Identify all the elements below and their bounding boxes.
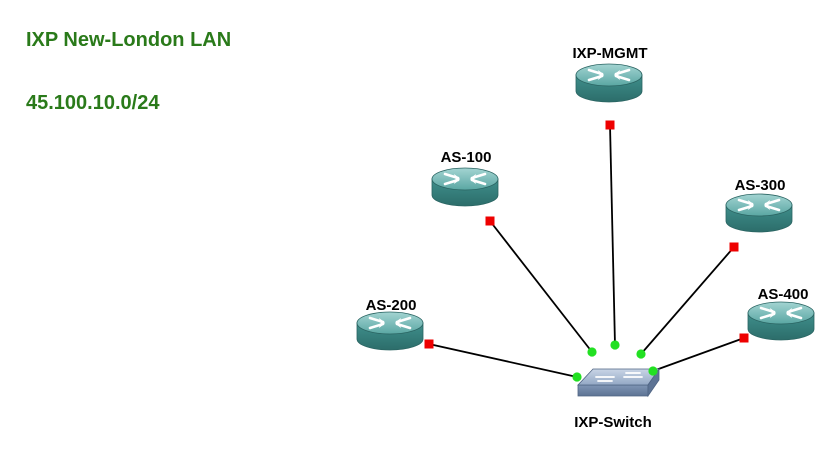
router-as300[interactable]: AS-300 [724,177,794,234]
router-as400[interactable]: AS-400 [746,286,816,342]
router-ixp-mgmt[interactable]: IXP-MGMT [573,45,648,104]
node-label-ixp-switch: IXP-Switch [574,414,652,431]
node-label-as300: AS-300 [735,177,786,194]
port-down-marker [739,333,749,343]
port-down-marker [485,216,495,226]
port-up-marker [572,372,582,382]
router-icon [724,192,794,234]
links [428,124,745,378]
router-icon [430,166,500,208]
port-down-marker [729,242,739,252]
port-status-markers [424,120,749,382]
link-as400-switch[interactable] [652,337,745,372]
port-up-marker [648,366,658,376]
node-label-as100: AS-100 [441,149,492,166]
node-label-ixp-mgmt: IXP-MGMT [573,45,648,62]
router-as100[interactable]: AS-100 [430,149,500,208]
link-as200-switch[interactable] [428,343,578,378]
router-icon [355,310,425,352]
link-as300-switch[interactable] [640,246,735,355]
router-icon [574,62,644,104]
port-down-marker [605,120,615,130]
port-up-marker [610,340,620,350]
port-up-marker [636,349,646,359]
link-as100-switch[interactable] [489,220,593,353]
router-as200[interactable]: AS-200 [355,297,425,352]
link-mgmt-switch[interactable] [609,124,616,346]
switch-icon [577,367,660,398]
diagram-title: IXP New-London LAN [26,29,232,51]
switch-ixp-switch[interactable]: IXP-Switch [574,367,660,431]
router-icon [746,300,816,342]
node-label-as400: AS-400 [758,286,809,303]
node-label-as200: AS-200 [366,297,417,314]
subnet-label: 45.100.10.0/24 [26,92,160,114]
port-up-marker [587,347,597,357]
port-down-marker [424,339,434,349]
